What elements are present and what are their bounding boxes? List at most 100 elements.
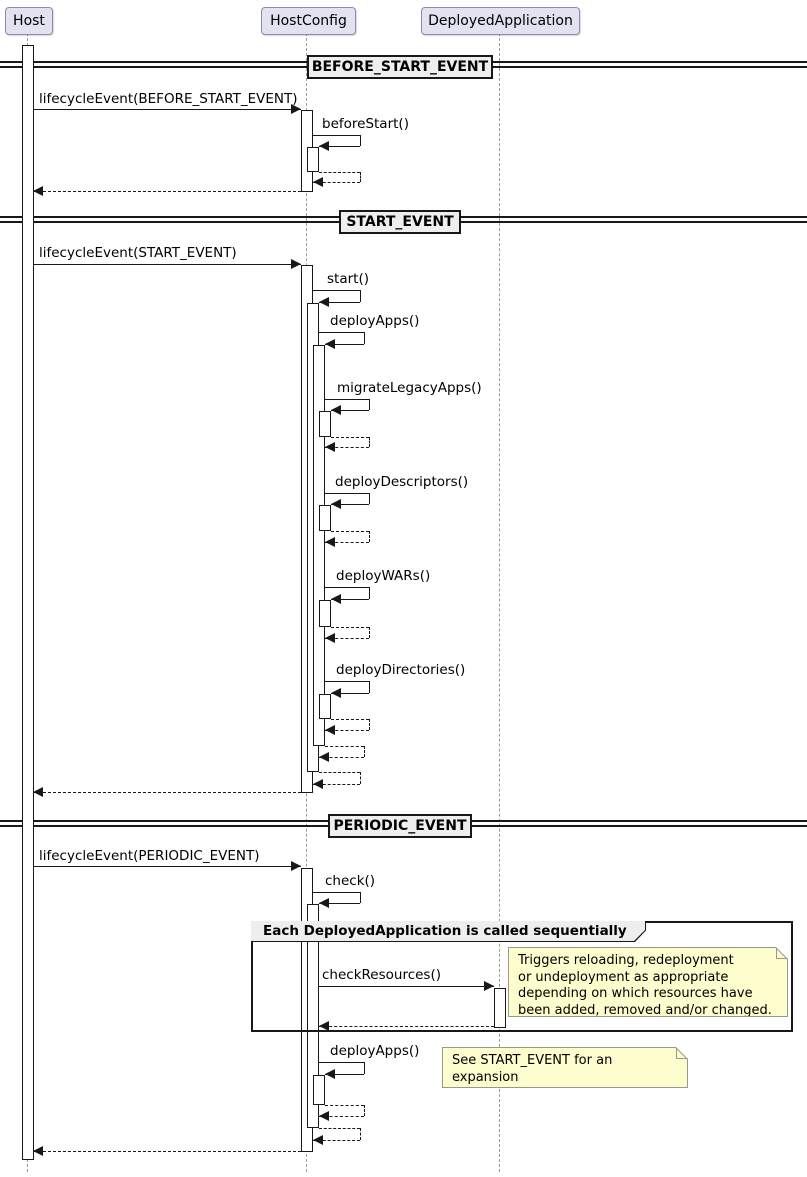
self-call-line — [369, 587, 370, 599]
message-lifecycle-before-start: lifecycleEvent(BEFORE_START_EVENT) — [39, 91, 298, 107]
activation-bar-deploy-apps-periodic — [313, 1075, 325, 1105]
divider-start-event-label: START_EVENT — [346, 214, 454, 230]
self-call-line — [325, 399, 369, 400]
participant-hostconfig: HostConfig — [261, 7, 356, 35]
return-line — [33, 191, 301, 192]
self-call-line — [364, 332, 365, 344]
self-call-line — [319, 903, 360, 904]
arrowhead-left — [331, 499, 341, 509]
group-header-label: Each DeployedApplication is called seque… — [251, 921, 645, 941]
return-line — [319, 1026, 494, 1027]
self-call-line — [325, 587, 369, 588]
self-call-line — [319, 332, 364, 333]
self-call-line — [369, 681, 370, 693]
message-migrate-legacy-apps: migrateLegacyApps() — [337, 380, 482, 396]
self-call-line — [331, 410, 369, 411]
arrowhead-left — [319, 752, 329, 762]
self-call-line — [331, 693, 369, 694]
arrowhead-left — [33, 186, 43, 196]
participant-deployedapplication: DeployedApplication — [421, 7, 580, 35]
self-return-line — [331, 437, 369, 438]
group-box-sequential: Each DeployedApplication is called seque… — [251, 921, 793, 1032]
arrowhead-left — [319, 297, 329, 307]
self-call-line — [325, 681, 369, 682]
self-call-line — [364, 1062, 365, 1074]
arrowhead-right — [291, 259, 301, 269]
message-deploy-wars: deployWARs() — [336, 568, 431, 584]
note-check-resources-text: Triggers reloading, redeployment or unde… — [509, 948, 787, 1016]
message-deploy-directories: deployDirectories() — [336, 662, 466, 678]
divider-periodic-event-label: PERIODIC_EVENT — [333, 818, 467, 834]
self-return-line — [325, 638, 369, 639]
note-fold-corner — [676, 1047, 688, 1059]
message-line — [33, 109, 301, 110]
arrowhead-left — [319, 898, 329, 908]
note-fold-corner — [776, 947, 788, 959]
self-return-line — [331, 531, 369, 532]
divider-before-start-event-label: BEFORE_START_EVENT — [311, 59, 489, 75]
self-call-line — [325, 493, 369, 494]
note-deploy-apps: See START_EVENT for an expansion of the … — [442, 1047, 688, 1088]
activation-bar-deploy-descriptors — [319, 505, 331, 531]
self-return-line — [364, 746, 365, 757]
arrowhead-left — [33, 1146, 43, 1156]
arrowhead-left — [325, 442, 335, 452]
self-return-line — [369, 627, 370, 638]
message-lifecycle-periodic: lifecycleEvent(PERIODIC_EVENT) — [39, 848, 260, 864]
self-call-line — [325, 1074, 364, 1075]
activation-bar-migrate-legacy-apps — [319, 411, 331, 437]
divider-before-start-event: BEFORE_START_EVENT — [307, 55, 493, 79]
arrowhead-right — [484, 981, 494, 991]
self-return-line — [364, 1105, 365, 1116]
message-line — [33, 866, 301, 867]
self-return-line — [331, 627, 369, 628]
self-call-line — [360, 290, 361, 302]
self-return-line — [319, 1116, 364, 1117]
self-call-line — [313, 135, 360, 136]
arrowhead-left — [331, 405, 341, 415]
self-call-line — [369, 493, 370, 504]
self-return-line — [319, 772, 360, 773]
arrowhead-left — [331, 688, 341, 698]
lifeline-deployedapplication — [499, 33, 500, 1172]
arrowhead-left — [319, 1021, 329, 1031]
activation-bar-host — [22, 45, 34, 1160]
arrowhead-left — [325, 725, 335, 735]
self-call-line — [331, 504, 369, 505]
message-before-start: beforeStart() — [322, 116, 409, 132]
self-return-line — [369, 719, 370, 730]
self-return-line — [325, 447, 369, 448]
activation-bar-deploy-wars — [319, 600, 331, 627]
arrowhead-left — [313, 779, 323, 789]
self-return-line — [325, 730, 369, 731]
participant-host: Host — [5, 7, 53, 35]
arrowhead-left — [319, 141, 329, 151]
message-lifecycle-start: lifecycleEvent(START_EVENT) — [39, 245, 237, 261]
activation-bar-check — [307, 904, 319, 1128]
self-call-line — [319, 302, 360, 303]
arrowhead-left — [33, 787, 43, 797]
self-return-line — [319, 1128, 360, 1129]
return-line — [33, 1151, 301, 1152]
self-return-line — [319, 757, 364, 758]
arrowhead-left — [313, 177, 323, 187]
note-check-resources: Triggers reloading, redeployment or unde… — [508, 947, 788, 1017]
self-return-line — [325, 542, 369, 543]
self-return-line — [313, 1140, 360, 1141]
participant-host-label: Host — [13, 13, 45, 29]
self-call-line — [319, 146, 360, 147]
arrowhead-left — [331, 594, 341, 604]
self-return-line — [369, 531, 370, 542]
self-return-line — [360, 1128, 361, 1140]
activation-bar-before-start — [307, 147, 319, 172]
arrowhead-left — [325, 1069, 335, 1079]
message-check: check() — [325, 873, 376, 889]
note-deploy-apps-text: See START_EVENT for an expansion of the … — [443, 1048, 687, 1087]
arrowhead-left — [325, 537, 335, 547]
arrowhead-right — [291, 861, 301, 871]
arrowhead-right — [291, 104, 301, 114]
participant-deployedapplication-label: DeployedApplication — [428, 13, 573, 29]
group-header: Each DeployedApplication is called seque… — [251, 921, 646, 942]
message-deploy-apps: deployApps() — [330, 313, 420, 329]
